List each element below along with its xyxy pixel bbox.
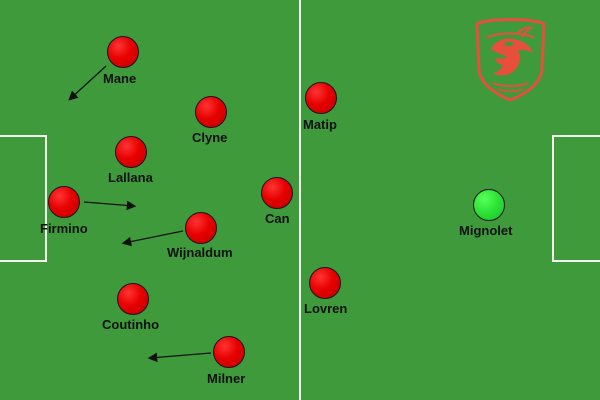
milner-arrow-icon — [147, 352, 212, 363]
player-mignolet[interactable] — [473, 189, 505, 221]
player-mane[interactable] — [107, 36, 139, 68]
liverbird-crest-icon — [475, 18, 546, 102]
left-penalty-box — [0, 135, 47, 262]
mane-arrow-icon — [68, 65, 107, 101]
halfway-line — [299, 0, 301, 400]
player-label-mignolet: Mignolet — [459, 223, 513, 238]
player-label-matip: Matip — [303, 117, 337, 132]
player-label-lovren: Lovren — [304, 301, 348, 316]
player-lovren[interactable] — [309, 267, 341, 299]
player-lallana[interactable] — [115, 136, 147, 168]
firmino-arrow-icon — [83, 200, 137, 211]
player-clyne[interactable] — [195, 96, 227, 128]
player-can[interactable] — [261, 177, 293, 209]
right-penalty-box — [552, 135, 600, 262]
player-label-wijnaldum: Wijnaldum — [167, 245, 233, 260]
player-coutinho[interactable] — [117, 283, 149, 315]
player-firmino[interactable] — [48, 186, 80, 218]
player-milner[interactable] — [213, 336, 245, 368]
player-label-milner: Milner — [207, 371, 246, 386]
player-label-mane: Mane — [103, 71, 137, 86]
player-matip[interactable] — [305, 82, 337, 114]
player-label-coutinho: Coutinho — [102, 317, 160, 332]
player-wijnaldum[interactable] — [185, 212, 217, 244]
player-label-firmino: Firmino — [40, 221, 88, 236]
player-label-lallana: Lallana — [108, 170, 153, 185]
player-label-clyne: Clyne — [192, 130, 228, 145]
wijnaldum-arrow-icon — [121, 230, 184, 247]
player-label-can: Can — [265, 211, 290, 226]
